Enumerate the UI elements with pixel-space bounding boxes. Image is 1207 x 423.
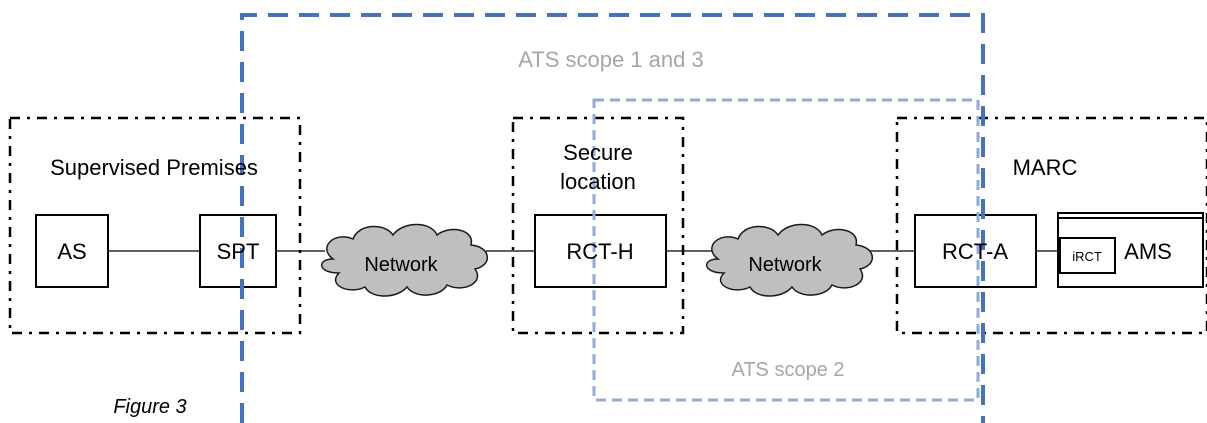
spt-label: SPT	[217, 239, 260, 264]
secure-location-zone-border	[511, 116, 685, 335]
ams-label: AMS	[1124, 239, 1172, 264]
figure-caption: Figure 3	[113, 396, 186, 418]
scope-1-3-label: ATS scope 1 and 3	[518, 47, 704, 72]
rct-a-box	[914, 214, 1037, 288]
marc-zone-border	[895, 116, 1207, 335]
ats-scope-1-3-boundary	[240, 13, 985, 423]
rct-a-label: RCT-A	[942, 239, 1008, 264]
rct-h-box	[534, 214, 667, 288]
ams-box	[1057, 217, 1204, 288]
ats-scope-2-boundary	[592, 98, 980, 402]
network-1-label: Network	[364, 254, 438, 276]
premises-zone-label: Supervised Premises	[50, 155, 258, 180]
as-label: AS	[57, 239, 86, 264]
scope-2-label: ATS scope 2	[731, 359, 844, 381]
as-box	[35, 214, 109, 288]
premises-zone-border	[8, 116, 302, 335]
secure-location-label-line1: Secure	[563, 140, 633, 165]
irct-box	[1059, 237, 1116, 274]
rct-h-label: RCT-H	[566, 239, 633, 264]
secure-location-label-line2: location	[560, 169, 636, 194]
network-cloud-1	[321, 223, 488, 297]
irct-label: iRCT	[1072, 249, 1102, 264]
network-cloud-2	[706, 223, 873, 297]
spt-box	[199, 214, 277, 288]
network-2-label: Network	[748, 254, 822, 276]
marc-zone-label: MARC	[1013, 155, 1078, 180]
